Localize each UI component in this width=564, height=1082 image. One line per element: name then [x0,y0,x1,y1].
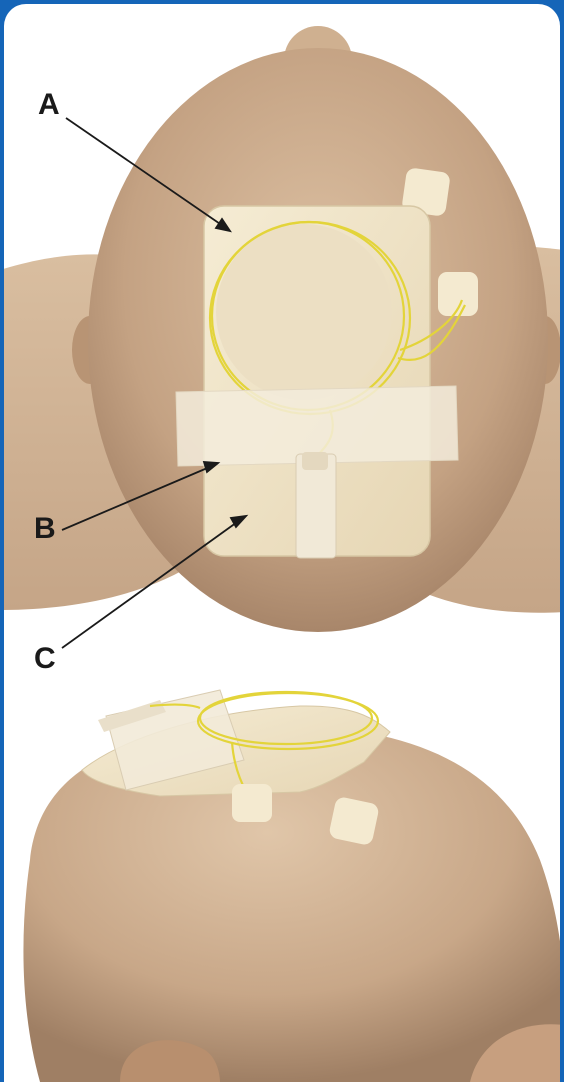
label-b: B [34,514,56,544]
small-electrode-pad [232,784,272,822]
top-view-head [4,26,560,632]
label-a: A [38,90,60,120]
side-view-head [23,690,560,1082]
connector-clip [302,452,328,470]
electrode-placement-illustration [4,4,560,1082]
illustration-panel: A B C [4,4,560,1082]
sensor-disc [216,224,392,400]
label-c: C [34,644,56,674]
